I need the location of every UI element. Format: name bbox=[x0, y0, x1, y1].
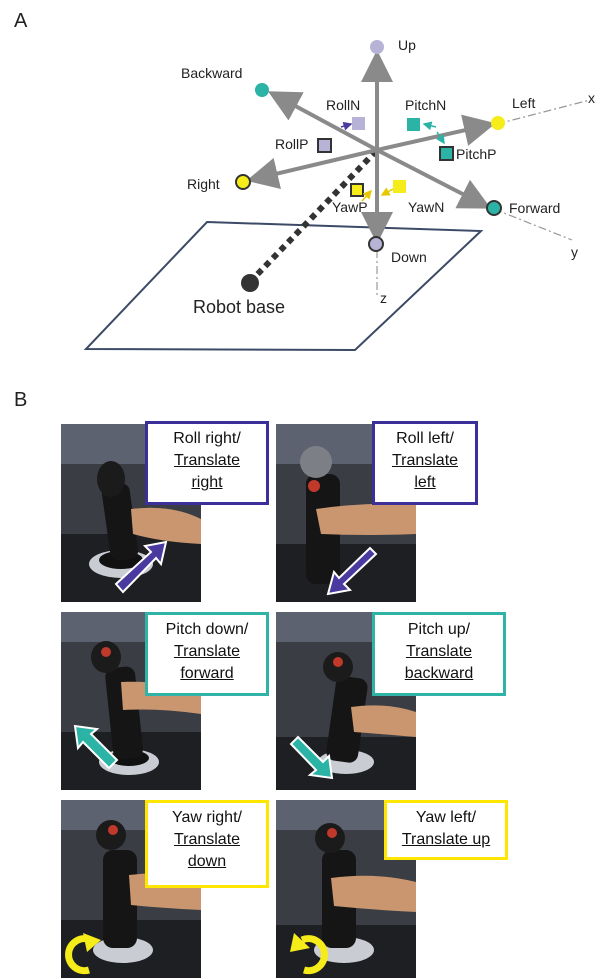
caption-roll-right-line3: right bbox=[191, 474, 223, 491]
caption-yaw-left-line2: Translate up bbox=[401, 831, 491, 848]
caption-pitch-down-line3: forward bbox=[180, 665, 234, 682]
caption-pitch-up: Pitch up/ Translate backward bbox=[372, 612, 506, 696]
coordinate-frame-diagram: Robot base x y z Up Down Backward Forwar… bbox=[83, 37, 595, 352]
caption-roll-right-line2: Translate bbox=[173, 452, 241, 469]
caption-pitch-up-line1: Pitch up/ bbox=[407, 621, 471, 638]
base-link-line bbox=[247, 147, 380, 285]
caption-roll-right: Roll right/ Translate right bbox=[145, 421, 269, 505]
caption-pitch-up-line3: backward bbox=[404, 665, 474, 682]
forward-arrow bbox=[376, 148, 492, 209]
left-arrow bbox=[376, 114, 496, 152]
down-marker bbox=[368, 236, 384, 252]
up-marker bbox=[370, 40, 384, 54]
caption-yaw-right: Yaw right/ Translate down bbox=[145, 800, 269, 888]
x-axis-label: x bbox=[588, 90, 595, 106]
roll-p-marker bbox=[317, 138, 332, 153]
robot-base-label: Robot base bbox=[193, 297, 285, 317]
caption-roll-left: Roll left/ Translate left bbox=[372, 421, 478, 505]
caption-yaw-right-line1: Yaw right/ bbox=[172, 809, 242, 826]
forward-label: Forward bbox=[509, 200, 560, 216]
backward-marker bbox=[255, 83, 269, 97]
yaw-n-label: YawN bbox=[408, 199, 444, 215]
pitch-n-arrow bbox=[422, 121, 437, 131]
caption-pitch-down: Pitch down/ Translate forward bbox=[145, 612, 269, 696]
caption-roll-right-line1: Roll right/ bbox=[173, 430, 241, 447]
caption-roll-left-line2: Translate bbox=[391, 452, 459, 469]
roll-n-marker bbox=[352, 117, 365, 130]
roll-n-arrow bbox=[340, 121, 353, 131]
pitch-n-marker bbox=[407, 118, 420, 131]
ground-plane bbox=[83, 220, 484, 352]
x-axis-line bbox=[496, 99, 591, 125]
backward-arrow bbox=[267, 91, 378, 152]
right-arrow bbox=[246, 148, 378, 190]
caption-pitch-down-line1: Pitch down/ bbox=[165, 621, 249, 638]
down-label: Down bbox=[391, 249, 427, 265]
panel-a-letter: A bbox=[14, 10, 28, 32]
backward-label: Backward bbox=[181, 65, 242, 81]
yaw-p-label: YawP bbox=[332, 199, 368, 215]
robot-base-marker bbox=[241, 274, 259, 292]
right-marker bbox=[235, 174, 251, 190]
caption-yaw-right-line3: down bbox=[187, 853, 227, 870]
pitch-p-marker bbox=[439, 146, 454, 161]
caption-yaw-left-line1: Yaw left/ bbox=[415, 809, 477, 826]
up-label: Up bbox=[398, 37, 416, 53]
pitch-n-label: PitchN bbox=[405, 97, 446, 113]
caption-yaw-left: Yaw left/ Translate up bbox=[384, 800, 508, 860]
yaw-n-arrow bbox=[380, 187, 394, 196]
y-axis-line bbox=[493, 208, 573, 241]
pitch-p-arrow bbox=[436, 131, 445, 145]
panel-b-letter: B bbox=[14, 389, 28, 411]
yaw-n-marker bbox=[393, 180, 406, 193]
caption-roll-left-line3: left bbox=[414, 474, 436, 491]
right-label: Right bbox=[187, 176, 220, 192]
caption-pitch-up-line2: Translate bbox=[405, 643, 473, 660]
left-marker bbox=[491, 116, 505, 130]
y-axis-label: y bbox=[571, 244, 578, 260]
joystick-photo-roll-right bbox=[61, 424, 201, 602]
yaw-p-marker bbox=[350, 183, 364, 197]
z-axis-label: z bbox=[380, 290, 387, 306]
pitch-p-label: PitchP bbox=[456, 146, 496, 162]
caption-pitch-down-line2: Translate bbox=[173, 643, 241, 660]
caption-roll-left-line1: Roll left/ bbox=[396, 430, 454, 447]
yaw-p-arrow bbox=[361, 189, 373, 202]
forward-marker bbox=[486, 200, 502, 216]
caption-yaw-right-line2: Translate bbox=[173, 831, 241, 848]
roll-n-label: RollN bbox=[326, 97, 360, 113]
left-label: Left bbox=[512, 95, 535, 111]
roll-p-label: RollP bbox=[275, 136, 308, 152]
